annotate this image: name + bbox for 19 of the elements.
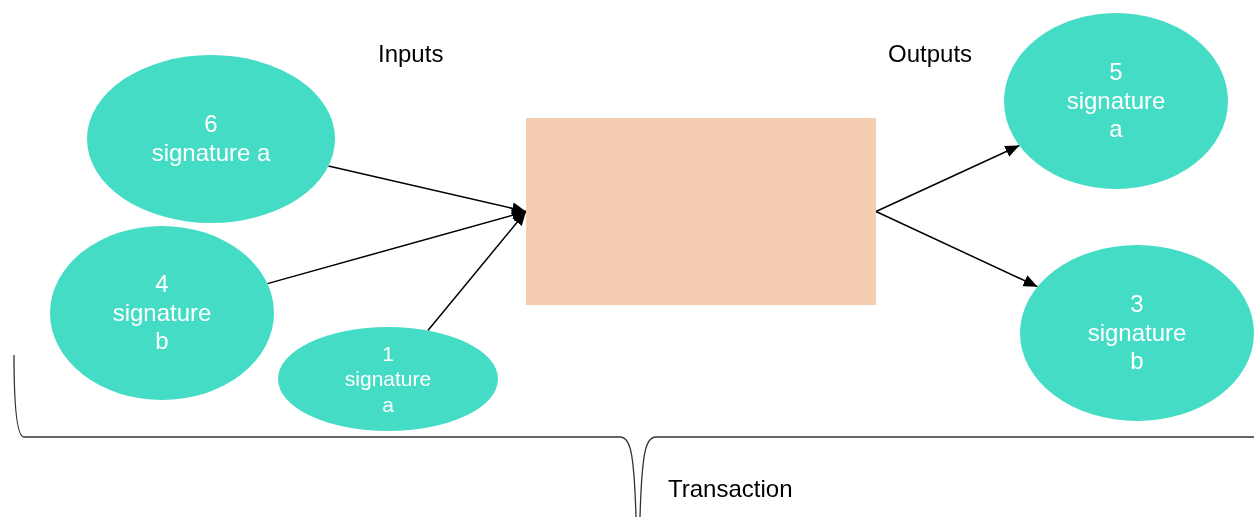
node-number: 5 [1109,57,1123,87]
node-number: 3 [1130,289,1144,319]
node-label: signature b [1086,318,1188,377]
node-label: signature a [343,366,433,417]
transaction-box [526,118,876,305]
group-label: Outputs [888,40,973,68]
node-label: signature a [151,139,271,168]
arrow [266,209,527,285]
arrow [327,165,527,215]
node-label: signature b [111,298,213,357]
arrow [875,210,1039,288]
node-number: 1 [382,341,394,367]
node-number: 6 [204,110,218,139]
group-label: Inputs [378,40,444,68]
arrow [427,210,527,332]
arrow [875,144,1021,213]
node-label: signature a [1065,86,1167,145]
brace-label: Transaction [668,475,793,503]
node-number: 4 [155,269,169,299]
